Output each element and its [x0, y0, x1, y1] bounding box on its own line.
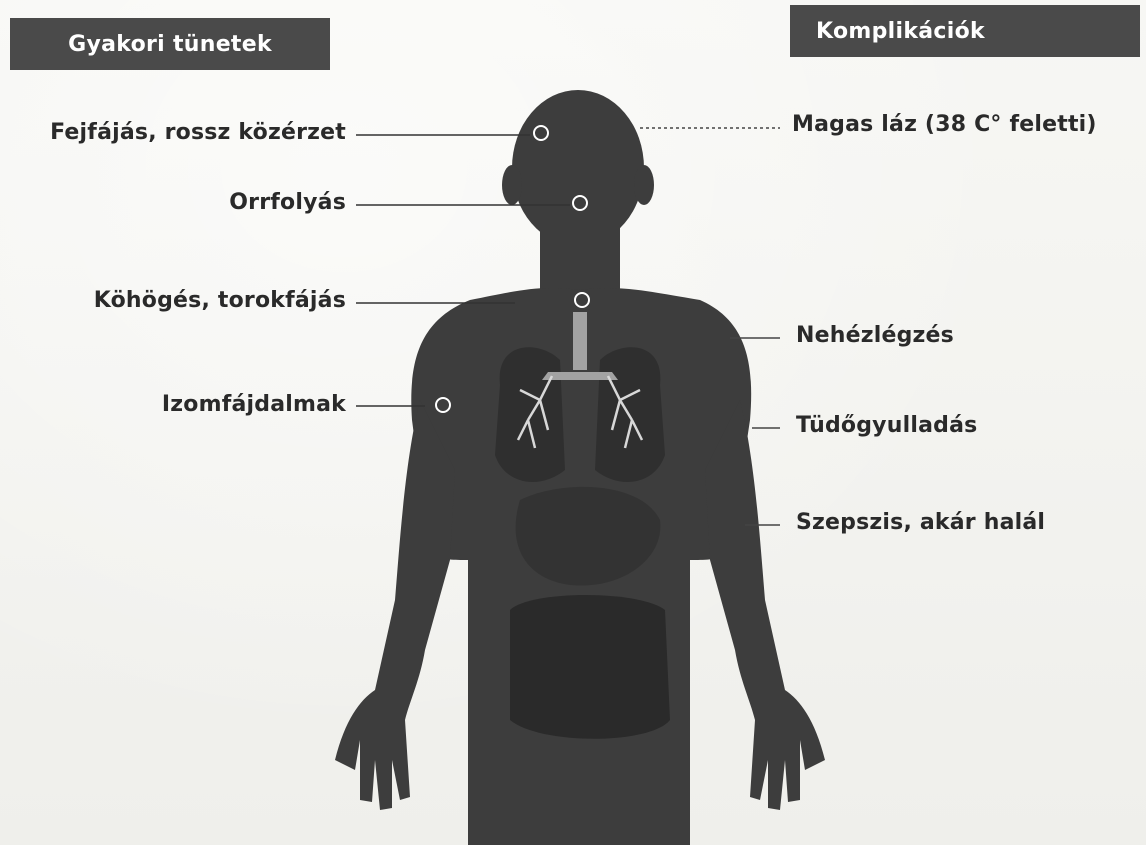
complication-fever-label: Magas láz (38 C° feletti) [792, 112, 1097, 137]
complication-dyspnea-label: Nehézlégzés [796, 323, 954, 348]
complication-pneumonia-label: Tüdőgyulladás [796, 413, 977, 438]
trachea [573, 312, 587, 370]
symptom-cough-label: Köhögés, torokfájás [94, 288, 346, 313]
intestines [510, 595, 670, 739]
complication-sepsis-label: Szepszis, akár halál [796, 510, 1045, 535]
symptoms-header: Gyakori tünetek [10, 18, 330, 70]
bronchi-top [542, 372, 618, 380]
symptom-headache-label: Fejfájás, rossz közérzet [50, 120, 346, 145]
symptom-runny-nose-label: Orrfolyás [229, 190, 346, 215]
complications-header: Komplikációk [790, 5, 1140, 57]
symptom-muscle-pain-label: Izomfájdalmak [162, 392, 346, 417]
